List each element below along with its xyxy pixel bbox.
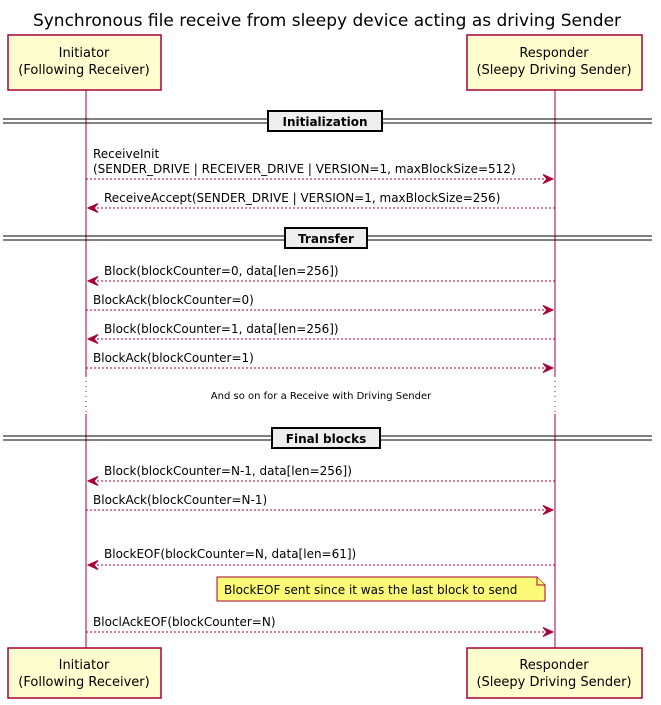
- participant-label: Responder: [519, 46, 589, 61]
- arrowhead-icon: [86, 476, 99, 486]
- arrowhead-icon: [86, 560, 99, 570]
- message-label: BlockAck(blockCounter=0): [93, 293, 254, 307]
- message-label: ReceiveInit: [93, 147, 159, 161]
- arrowhead-icon: [542, 174, 555, 184]
- participant-label: (Sleepy Driving Sender): [476, 63, 631, 78]
- participant-label: (Following Receiver): [18, 63, 149, 78]
- message-block-0: Block(blockCounter=0, data[len=256]): [86, 264, 555, 286]
- separator-label: Transfer: [298, 232, 354, 246]
- message-block-ack-n-1: BlockAck(blockCounter=N-1): [86, 493, 555, 515]
- message-label: BlockAck(blockCounter=N-1): [93, 493, 267, 507]
- separator-label: Final blocks: [286, 432, 366, 446]
- message-label: Block(blockCounter=N-1, data[len=256]): [104, 464, 352, 478]
- arrowhead-icon: [542, 305, 555, 315]
- participant-label: Initiator: [59, 46, 110, 61]
- message-block-1: Block(blockCounter=1, data[len=256]): [86, 322, 555, 344]
- message-block-eof: BlockEOF(blockCounter=N, data[len=61]): [86, 547, 555, 570]
- participant-responder-bottom: Responder (Sleepy Driving Sender): [466, 647, 643, 699]
- message-block-ack-eof: BloclAckEOF(blockCounter=N): [86, 615, 555, 637]
- diagram-title: Synchronous file receive from sleepy dev…: [33, 11, 621, 31]
- arrowhead-icon: [542, 627, 555, 637]
- separator-transfer: Transfer: [3, 227, 652, 249]
- message-block-n-1: Block(blockCounter=N-1, data[len=256]): [86, 464, 555, 486]
- participant-label: Initiator: [59, 658, 110, 673]
- message-label: BlockEOF(blockCounter=N, data[len=61]): [104, 547, 356, 561]
- participant-label: Responder: [519, 658, 589, 673]
- separator-initialization: Initialization: [3, 110, 652, 132]
- participant-label: (Following Receiver): [18, 675, 149, 690]
- message-receive-init: ReceiveInit (SENDER_DRIVE | RECEIVER_DRI…: [86, 147, 555, 184]
- participant-initiator-bottom: Initiator (Following Receiver): [7, 647, 162, 699]
- message-label: BlockAck(blockCounter=1): [93, 351, 254, 365]
- message-label: Block(blockCounter=1, data[len=256]): [104, 322, 339, 336]
- separator-final-blocks: Final blocks: [3, 427, 652, 449]
- participant-initiator-top: Initiator (Following Receiver): [7, 34, 162, 91]
- message-block-ack-0: BlockAck(blockCounter=0): [86, 293, 555, 315]
- message-label: Block(blockCounter=0, data[len=256]): [104, 264, 339, 278]
- participant-label: (Sleepy Driving Sender): [476, 675, 631, 690]
- arrowhead-icon: [542, 505, 555, 515]
- note-block-eof: BlockEOF sent since it was the last bloc…: [216, 576, 546, 602]
- note-text: BlockEOF sent since it was the last bloc…: [224, 583, 517, 597]
- message-label: ReceiveAccept(SENDER_DRIVE | VERSION=1, …: [104, 191, 500, 205]
- message-receive-accept: ReceiveAccept(SENDER_DRIVE | VERSION=1, …: [86, 191, 555, 213]
- separator-label: Initialization: [282, 115, 367, 129]
- participant-responder-top: Responder (Sleepy Driving Sender): [466, 34, 643, 91]
- message-label: BloclAckEOF(blockCounter=N): [93, 615, 276, 629]
- arrowhead-icon: [86, 276, 99, 286]
- arrowhead-icon: [86, 203, 99, 213]
- arrowhead-icon: [86, 334, 99, 344]
- message-label: (SENDER_DRIVE | RECEIVER_DRIVE | VERSION…: [93, 162, 516, 176]
- delay-text: And so on for a Receive with Driving Sen…: [211, 391, 432, 402]
- arrowhead-icon: [542, 363, 555, 373]
- message-block-ack-1: BlockAck(blockCounter=1): [86, 351, 555, 373]
